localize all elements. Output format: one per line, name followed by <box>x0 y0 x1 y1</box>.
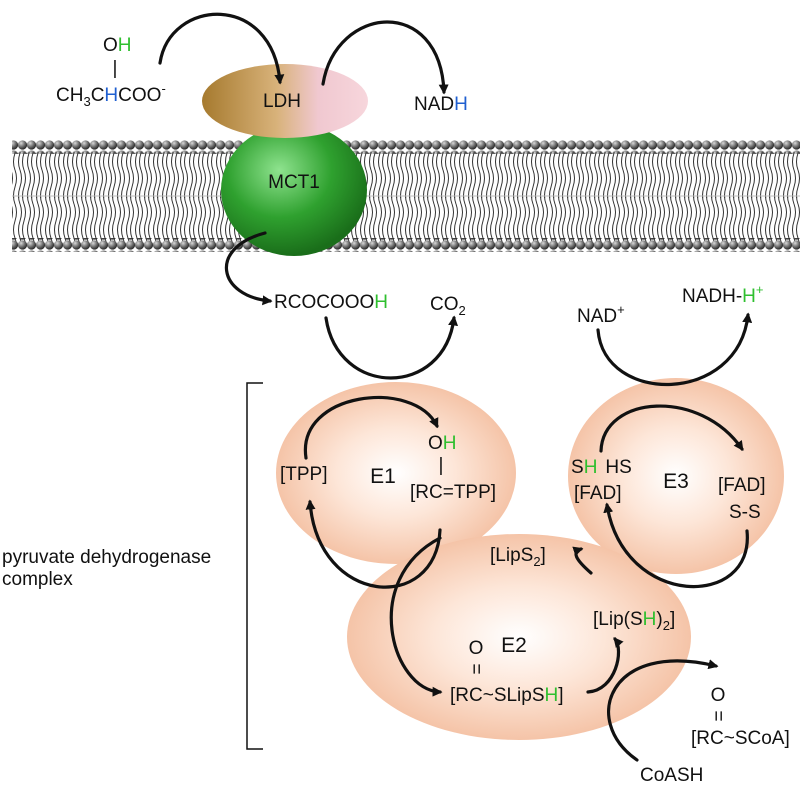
e2-label: E2 <box>501 634 527 657</box>
mct1-transporter <box>221 124 367 256</box>
nadh-hplus: NADH-H+ <box>682 282 764 307</box>
complex-label-line1: pyruvate dehydrogenase <box>2 547 211 568</box>
e3-hs: HS <box>605 457 631 478</box>
e3-h: H <box>584 457 598 478</box>
lactate-oh-h: H <box>118 35 132 56</box>
nadh-top: NADH <box>414 94 468 115</box>
cell-membrane <box>12 140 800 252</box>
e1-enzyme <box>276 382 516 564</box>
pyruvate-formula: RCOCOOOH <box>274 292 388 313</box>
nadh-top-nad: NAD <box>414 94 454 115</box>
e2-acyl: [RC~SLipSH] <box>450 685 564 706</box>
e2-lipsh-post: ] <box>670 609 675 630</box>
acylcoa-o: O <box>711 685 726 706</box>
e2-lipsh-h: H <box>643 609 657 630</box>
e2-lipsh-mid: ) <box>656 609 662 630</box>
mct1-label: MCT1 <box>268 172 320 193</box>
e2-lips2-sub: 2 <box>533 554 540 569</box>
e2-lipsh-pre: [Lip(S <box>593 609 643 630</box>
nad-plus-sign: + <box>617 302 625 317</box>
e1-lower-cycle-arrow <box>305 499 442 589</box>
e1-label: E1 <box>370 465 396 488</box>
e2-left-cycle-arrow <box>389 536 443 697</box>
e2-lips2-post: ] <box>541 545 546 566</box>
e2-lipsh2: [Lip(SH)2] <box>593 609 675 633</box>
coash-label: CoASH <box>640 765 703 786</box>
e1-o: O <box>428 433 443 454</box>
e1-bond: | <box>439 455 444 476</box>
e3-left-cycle-arrow <box>599 404 744 453</box>
ldh-enzyme <box>202 64 368 138</box>
e3-to-lips2-arrow <box>572 546 593 575</box>
nadh-hplus-nadh: NADH- <box>682 286 742 307</box>
coash-to-acylcoa-arrow <box>607 659 719 762</box>
nadh-top-h: H <box>454 94 468 115</box>
lactate-minus: - <box>161 81 165 96</box>
e3-label: E3 <box>663 470 689 493</box>
e2-right-cycle-arrow <box>586 637 624 694</box>
ldh-to-nadh-arrow <box>321 20 449 95</box>
ldh-label: LDH <box>263 91 301 112</box>
nad-plus: NAD+ <box>577 302 625 327</box>
svg-text:OH: OH <box>103 35 132 56</box>
e2-acyl-eq: = <box>465 663 486 674</box>
mct1-to-pyruvate-arrow <box>224 231 273 306</box>
e3-thiols: SH HS <box>571 457 632 478</box>
lactate-bond: | <box>113 58 118 79</box>
pyruvate-to-co2-arrow <box>324 315 459 380</box>
e3-disulfide: S-S <box>729 502 761 523</box>
e3-right-cycle-arrow <box>603 502 749 589</box>
lactate-formula: OH | CH3CHCOO- <box>56 35 166 109</box>
complex-label-line2: complex <box>2 569 73 590</box>
e2-lips2: [LipS2] <box>490 545 546 569</box>
e2-acyl-o: O <box>469 638 484 659</box>
pyruvate-main: RCOCOOO <box>274 292 374 313</box>
e3-s: S <box>571 457 584 478</box>
lactate-ch: CH <box>56 85 83 106</box>
e2-acyl-pre: [RC~SLipS <box>450 685 545 706</box>
lactate-sub3: 3 <box>83 94 90 109</box>
e2-acyl-post: ] <box>558 685 563 706</box>
co2-sub: 2 <box>459 303 466 318</box>
pyruvate-h: H <box>374 292 388 313</box>
lactate-to-ldh-arrow <box>158 12 285 85</box>
co2-label: CO2 <box>430 294 466 318</box>
e1-rc-tpp: [RC=TPP] <box>410 482 496 503</box>
e3-fad-left: [FAD] <box>574 483 622 504</box>
e3-top-arrow <box>596 312 753 386</box>
acylcoa-formula: [RC~SCoA] <box>691 728 790 749</box>
nadh-hplus-h: H <box>742 286 756 307</box>
complex-bracket <box>246 382 263 750</box>
e2-lipsh-sub: 2 <box>663 618 670 633</box>
e1-tpp: [TPP] <box>280 464 328 485</box>
e2-lips2-pre: [LipS <box>490 545 533 566</box>
e2-acyl-h: H <box>545 685 559 706</box>
co2-c: CO <box>430 294 459 315</box>
lactate-o: O <box>103 35 118 56</box>
e3-fad-right: [FAD] <box>718 475 766 496</box>
e1-oh-h: H <box>443 433 457 454</box>
svg-text:CH3CHCOO-: CH3CHCOO- <box>56 81 166 109</box>
nadh-hplus-sign: + <box>756 282 764 297</box>
lactate-h: H <box>104 85 118 106</box>
nad-plus-nad: NAD <box>577 306 617 327</box>
e1-hydroxyl: OH <box>428 433 457 454</box>
acylcoa-eq: = <box>707 710 728 721</box>
lactate-coo: COO <box>118 85 161 106</box>
e3-enzyme <box>568 378 784 574</box>
lactate-c: C <box>91 85 105 106</box>
e1-upper-cycle-arrow <box>303 396 439 460</box>
